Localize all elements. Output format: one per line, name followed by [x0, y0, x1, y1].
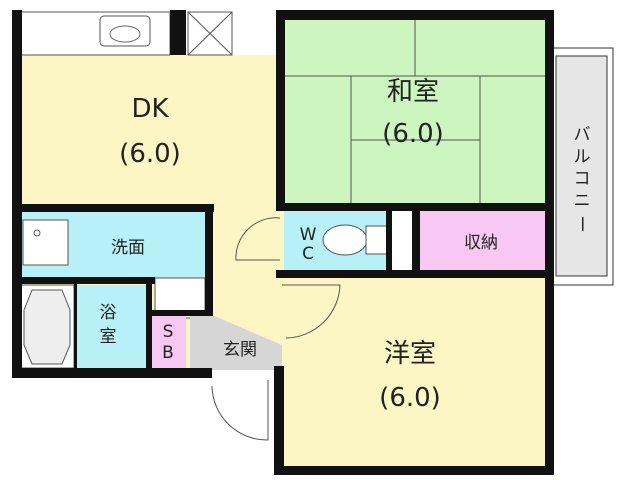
- washitsu-size: (6.0): [382, 119, 444, 149]
- washer-dot: [33, 229, 41, 237]
- wall-senmen-right: [205, 204, 213, 316]
- wall-yoshitsu-left: [274, 366, 284, 475]
- sb-floor: [152, 315, 186, 368]
- genkan-floor: [190, 315, 282, 370]
- balcony-label-4: ニ: [574, 191, 591, 211]
- wall-senmen-top: [12, 204, 214, 212]
- wall-right: [545, 10, 554, 475]
- sink-basin-icon: [109, 25, 141, 43]
- yokushitsu-label-2: 室: [100, 327, 117, 347]
- balcony-label-2: ル: [574, 147, 591, 167]
- pipe-space: [392, 208, 412, 270]
- sb-label-2: B: [162, 343, 174, 363]
- dk-size: (6.0): [119, 139, 181, 169]
- wall-bottom: [274, 466, 554, 475]
- yokushitsu-label-1: 浴: [100, 303, 117, 323]
- shuno-floor: [420, 210, 546, 270]
- wall-bath-right: [146, 277, 152, 372]
- yoshitsu-door-swing[interactable]: [282, 284, 341, 339]
- dk-name: DK: [131, 94, 169, 124]
- hatch-line: [187, 11, 233, 56]
- balcony-label-1: バ: [574, 125, 591, 145]
- wall-genkan-top: [150, 310, 212, 316]
- shuno-label: 収納: [464, 233, 498, 253]
- wall-wc-bottom: [276, 270, 546, 278]
- yokushitsu-floor: [76, 285, 146, 368]
- yoshitsu-floor: [284, 278, 546, 466]
- wall-shuno-left: [412, 205, 420, 275]
- wall-left: [12, 10, 22, 378]
- wall-washitsu-bottom: [276, 203, 546, 211]
- tatami-lines: [284, 18, 546, 205]
- wc-label-1: W: [300, 225, 317, 245]
- toilet-tank-icon: [365, 225, 389, 255]
- wall-bath-top: [20, 277, 155, 284]
- wall-tub: [74, 284, 77, 368]
- genkan-label: 玄関: [223, 340, 257, 360]
- entrance-door-swing[interactable]: [211, 380, 269, 441]
- balcony-inner: [555, 55, 608, 277]
- wc-label-2: C: [302, 244, 314, 264]
- wall-wc-right: [386, 205, 392, 275]
- balcony-label-5: ー: [571, 216, 591, 233]
- washer-icon: [22, 219, 69, 266]
- washitsu-name: 和室: [387, 77, 439, 107]
- sb-label-1: S: [163, 322, 174, 342]
- wall-top: [282, 10, 554, 20]
- bathtub-icon: [23, 289, 71, 365]
- wall-washitsu-left: [276, 10, 285, 205]
- wall-bottom-left: [12, 368, 212, 378]
- senmen-label: 洗面: [111, 238, 145, 258]
- wc-door-swing[interactable]: [235, 217, 281, 261]
- column-wall: [170, 10, 186, 55]
- yoshitsu-name: 洋室: [384, 339, 436, 369]
- yoshitsu-size: (6.0): [379, 383, 441, 413]
- toilet-icon: [322, 224, 368, 256]
- balcony-label-3: コ: [574, 169, 591, 189]
